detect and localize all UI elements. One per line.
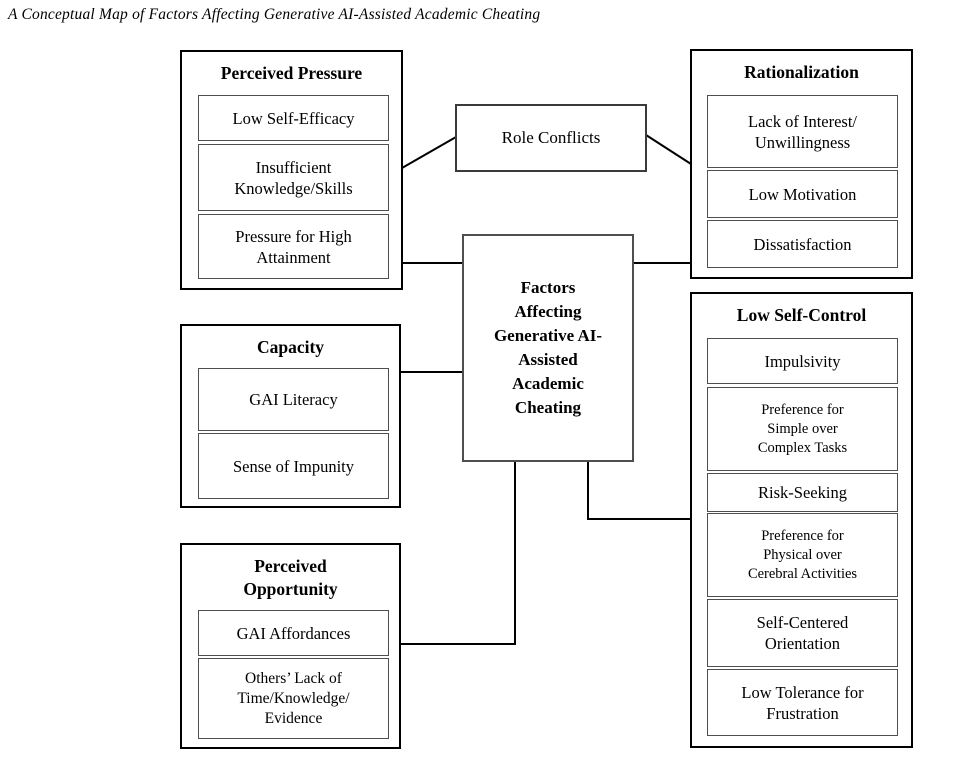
group-capacity: Capacity GAI Literacy Sense of Impunity (180, 324, 401, 508)
item-dissatisfaction: Dissatisfaction (707, 220, 898, 268)
connector-central-opportunity (401, 461, 516, 645)
item-impulsivity: Impulsivity (707, 338, 898, 384)
connector-role-conflicts-rationalization (645, 134, 692, 165)
item-lack-of-interest-unwillingness: Lack of Interest/ Unwillingness (707, 95, 898, 168)
item-self-centered-orientation: Self-Centered Orientation (707, 599, 898, 667)
item-pressure-for-high-attainment: Pressure for High Attainment (198, 214, 389, 279)
item-low-self-efficacy: Low Self-Efficacy (198, 95, 389, 141)
group-perceived-opportunity: Perceived Opportunity GAI Affordances Ot… (180, 543, 401, 749)
role-conflicts-box: Role Conflicts (455, 104, 647, 172)
perceived-pressure-title: Perceived Pressure (220, 63, 363, 83)
perceived-opportunity-title: Perceived Opportunity (243, 556, 338, 599)
item-others-lack-time-knowledge-evidence: Others’ Lack of Time/Knowledge/ Evidence (198, 658, 389, 739)
item-preference-simple-over-complex: Preference for Simple over Complex Tasks (707, 387, 898, 471)
item-preference-physical-over-cerebral: Preference for Physical over Cerebral Ac… (707, 513, 898, 597)
item-gai-affordances: GAI Affordances (198, 610, 389, 656)
item-insufficient-knowledge-skills: Insufficient Knowledge/Skills (198, 144, 389, 211)
group-rationalization: Rationalization Lack of Interest/ Unwill… (690, 49, 913, 279)
item-gai-literacy: GAI Literacy (198, 368, 389, 431)
connector-pressure-role-conflicts (401, 136, 457, 169)
connector-central-self-control (587, 461, 691, 520)
central-factors-box: Factors Affecting Generative AI- Assiste… (462, 234, 634, 462)
item-sense-of-impunity: Sense of Impunity (198, 433, 389, 499)
low-self-control-title: Low Self-Control (736, 305, 867, 325)
item-low-motivation: Low Motivation (707, 170, 898, 218)
rationalization-title: Rationalization (744, 62, 859, 82)
item-low-tolerance-frustration: Low Tolerance for Frustration (707, 669, 898, 736)
group-perceived-pressure: Perceived Pressure Low Self-Efficacy Ins… (180, 50, 403, 290)
group-low-self-control: Low Self-Control Impulsivity Preference … (690, 292, 913, 748)
capacity-title: Capacity (256, 337, 325, 357)
figure-title: A Conceptual Map of Factors Affecting Ge… (8, 6, 541, 23)
item-risk-seeking: Risk-Seeking (707, 473, 898, 512)
